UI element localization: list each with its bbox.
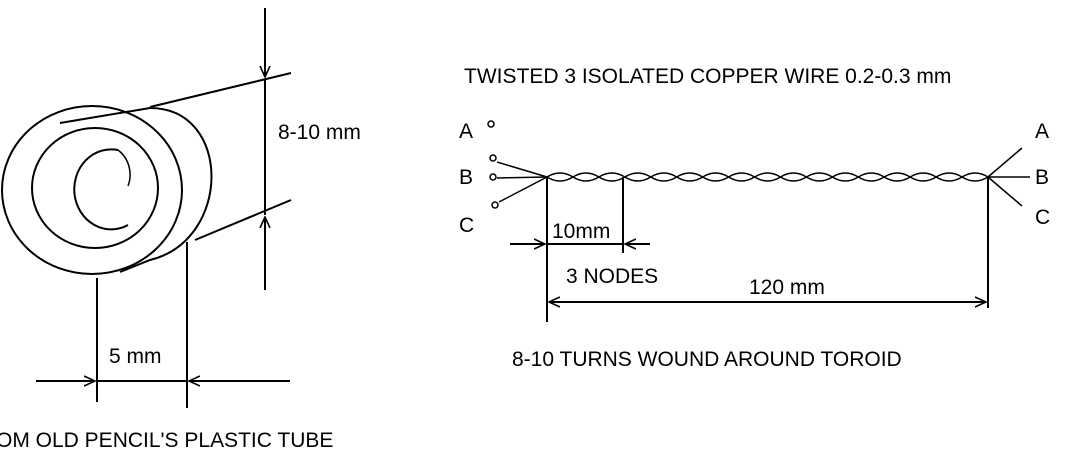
twist-loop	[935, 172, 964, 182]
tube-body-top	[59, 107, 151, 124]
twist-loop	[598, 172, 627, 182]
twist-loop	[546, 172, 575, 182]
twist-loop	[883, 172, 912, 182]
wire-title: TWISTED 3 ISOLATED COPPER WIRE 0.2-0.3 m…	[464, 65, 951, 88]
right-wire-c	[987, 176, 1023, 207]
twist-loop	[624, 172, 653, 182]
nodes-label: 3 NODES	[566, 265, 658, 288]
extension-line-bottom	[194, 199, 292, 241]
twist-loop	[572, 172, 601, 182]
twist-loop	[728, 172, 756, 182]
left-wire-c	[498, 176, 548, 203]
left-label-b: B	[459, 166, 473, 189]
right-label-a: A	[1035, 120, 1049, 143]
pitch-label: 10mm	[552, 220, 610, 243]
tube-body-right	[119, 107, 213, 273]
twisted-wire	[546, 172, 990, 182]
left-label-c: C	[459, 214, 474, 237]
left-wire-a	[496, 161, 548, 178]
twist-loop	[857, 172, 886, 182]
twist-loop	[806, 172, 834, 182]
tube-drawing: 8-10 mm 5 mm OM OLD PENCIL'S PLASTIC TUB…	[0, 8, 361, 452]
twist-loop	[961, 172, 990, 182]
right-wire-a	[987, 147, 1023, 178]
twist-loop	[754, 172, 782, 182]
wall-label: 5 mm	[109, 345, 162, 368]
wire-end-b	[489, 173, 497, 181]
twist-loop	[676, 172, 705, 182]
twist-loop	[909, 172, 938, 182]
twist-loop	[650, 172, 679, 182]
extension-line-top	[149, 72, 292, 108]
twist-loop	[831, 172, 860, 182]
tube-inner-end	[31, 127, 159, 249]
right-label-b: B	[1035, 166, 1049, 189]
left-label-a: A	[459, 120, 473, 143]
twist-loop	[702, 172, 731, 182]
wire-caption: 8-10 TURNS WOUND AROUND TOROID	[512, 348, 902, 371]
wire-end-a2	[489, 154, 497, 162]
right-label-c: C	[1035, 206, 1050, 229]
twist-loop	[780, 172, 808, 182]
diameter-label: 8-10 mm	[278, 121, 361, 144]
left-wire-b	[496, 176, 548, 179]
tube-bore-arc	[73, 148, 129, 231]
tube-bore-inner-arc	[117, 149, 131, 187]
length-label: 120 mm	[749, 276, 825, 299]
tube-outer-end	[1, 105, 183, 275]
wire-end-c	[491, 201, 499, 209]
wire-drawing: TWISTED 3 ISOLATED COPPER WIRE 0.2-0.3 m…	[459, 65, 1050, 371]
wire-end-a	[487, 120, 495, 128]
tube-caption: OM OLD PENCIL'S PLASTIC TUBE	[0, 429, 333, 452]
